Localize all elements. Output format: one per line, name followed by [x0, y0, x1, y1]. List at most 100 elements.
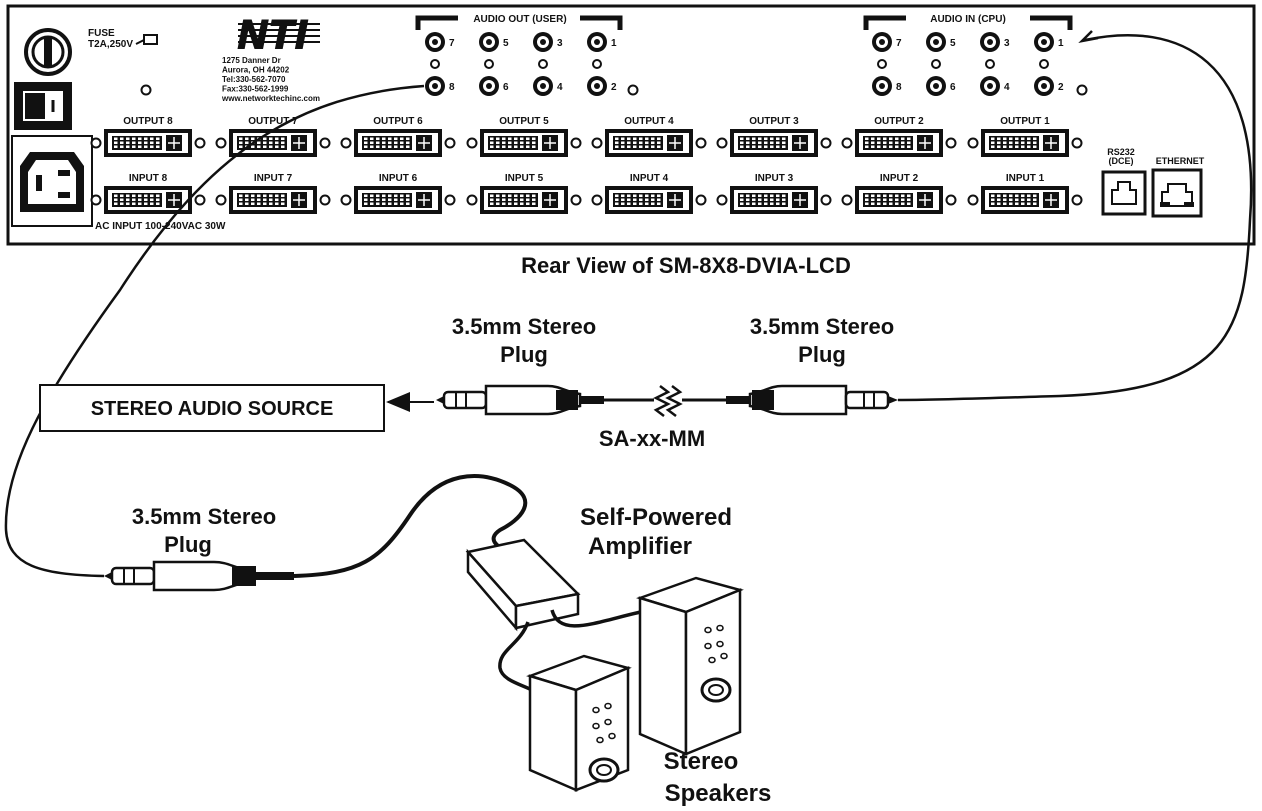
ethernet-label: ETHERNET: [1156, 156, 1205, 166]
audio-in-jack[interactable]: 2: [1034, 76, 1064, 96]
dvi-port[interactable]: INPUT 1: [967, 173, 1083, 214]
screw-hole: [140, 84, 152, 96]
audio-out-jack[interactable]: 6: [479, 76, 509, 96]
fuse-label: FUSE: [88, 28, 115, 39]
jack-number: 3: [1004, 38, 1010, 49]
nti-logo: NTI: [237, 12, 320, 58]
cable-break-icon: [653, 385, 683, 417]
led-indicator: [985, 59, 995, 69]
rs232-sublabel: (DCE): [1109, 156, 1134, 166]
fuse-holder-icon: [24, 28, 72, 76]
audio-out-jack[interactable]: 8: [425, 76, 455, 96]
dvi-port-label: INPUT 8: [129, 173, 168, 184]
dvi-port[interactable]: INPUT 6: [340, 173, 456, 214]
audio-in-label: AUDIO IN (CPU): [930, 14, 1006, 25]
dvi-port-label: INPUT 5: [505, 173, 544, 184]
dvi-port[interactable]: OUTPUT 5: [466, 116, 582, 157]
dvi-port[interactable]: OUTPUT 7: [215, 116, 331, 157]
jack-number: 6: [503, 82, 509, 93]
dvi-ports: OUTPUT 8 INPUT 8 OUTPUT 7 INPUT 7 OUTPUT 6 IN…: [90, 116, 1083, 214]
jack-number: 5: [503, 38, 509, 49]
dvi-port[interactable]: INPUT 4: [591, 173, 707, 214]
audio-out-jack[interactable]: 5: [479, 32, 509, 52]
stereo-plug-left-icon: [436, 384, 604, 416]
jack-number: 5: [950, 38, 956, 49]
dvi-port-label: OUTPUT 4: [624, 116, 674, 127]
audio-out-jack[interactable]: 7: [425, 32, 455, 52]
rear-panel: FUSE T2A,250V AC INPUT 100-240VAC 30W NT…: [6, 4, 1256, 246]
jack-number: 1: [1058, 38, 1064, 49]
audio-out-cable: [4, 84, 425, 578]
led-indicator: [430, 59, 440, 69]
amplifier-label: Self-Powered: [580, 504, 732, 531]
dvi-port[interactable]: INPUT 7: [215, 173, 331, 214]
jack-number: 2: [1058, 82, 1064, 93]
jack-number: 1: [611, 38, 617, 49]
audio-in-jack[interactable]: 3: [980, 32, 1010, 52]
dvi-port[interactable]: INPUT 5: [466, 173, 582, 214]
audio-out-jack[interactable]: 2: [587, 76, 617, 96]
address-line: 1275 Danner Dr: [222, 56, 281, 65]
dvi-port-label: INPUT 1: [1006, 173, 1045, 184]
audio-in-jack[interactable]: 6: [926, 76, 956, 96]
audio-out-jack[interactable]: 4: [533, 76, 563, 96]
led-indicator: [538, 59, 548, 69]
rear-view-caption: Rear View of SM-8X8-DVIA-LCD: [521, 253, 851, 278]
audio-jacks: 7 8 5 6 3 4 1 2 7 8 5 6 3 4 1 2: [425, 32, 1064, 96]
plug-label-bottom: 3.5mm Stereo: [132, 504, 276, 529]
dvi-port[interactable]: OUTPUT 3: [716, 116, 832, 157]
dvi-port[interactable]: OUTPUT 2: [841, 116, 957, 157]
dvi-port[interactable]: OUTPUT 6: [340, 116, 456, 157]
speakers-label: Stereo: [664, 748, 739, 775]
led-indicator: [877, 59, 887, 69]
ac-input-label: AC INPUT 100-240VAC 30W: [95, 221, 226, 232]
jack-number: 7: [896, 38, 902, 49]
dvi-port[interactable]: OUTPUT 4: [591, 116, 707, 157]
led-indicator: [484, 59, 494, 69]
power-switch-icon[interactable]: [14, 82, 72, 130]
fuse-icon: [135, 34, 158, 45]
dvi-port[interactable]: INPUT 3: [716, 173, 832, 214]
fuse-rating-label: T2A,250V: [88, 39, 133, 50]
jack-number: 4: [557, 82, 563, 93]
dvi-port[interactable]: OUTPUT 1: [967, 116, 1083, 157]
speaker-right-icon: [636, 576, 744, 756]
led-indicator: [1039, 59, 1049, 69]
audio-in-jack[interactable]: 4: [980, 76, 1010, 96]
amplifier-input-cable: [293, 474, 528, 578]
audio-in-jack[interactable]: 8: [872, 76, 902, 96]
dvi-port-label: INPUT 2: [880, 173, 919, 184]
audio-in-jack[interactable]: 7: [872, 32, 902, 52]
plug-label-right-2: Plug: [798, 342, 846, 367]
plug-label-left-2: Plug: [500, 342, 548, 367]
speakers-label-2: Speakers: [665, 780, 772, 807]
rs232-port-icon[interactable]: [1101, 170, 1147, 216]
audio-out-jack[interactable]: 1: [587, 32, 617, 52]
jack-number: 6: [950, 82, 956, 93]
dvi-port-label: OUTPUT 6: [373, 116, 423, 127]
audio-out-jack[interactable]: 3: [533, 32, 563, 52]
jack-number: 3: [557, 38, 563, 49]
amplifier-label-2: Amplifier: [588, 533, 692, 560]
dvi-port-label: INPUT 7: [254, 173, 293, 184]
dvi-port[interactable]: INPUT 8: [90, 173, 206, 214]
jack-number: 8: [896, 82, 902, 93]
jack-number: 7: [449, 38, 455, 49]
dvi-port[interactable]: OUTPUT 8: [90, 116, 206, 157]
jack-number: 8: [449, 82, 455, 93]
dvi-port[interactable]: INPUT 2: [841, 173, 957, 214]
plug-label-bottom-2: Plug: [164, 532, 212, 557]
address-line: Aurora, OH 44202: [222, 66, 290, 75]
dvi-port-label: INPUT 4: [630, 173, 669, 184]
jack-number: 2: [611, 82, 617, 93]
audio-in-jack[interactable]: 5: [926, 32, 956, 52]
led-indicator: [931, 59, 941, 69]
dvi-port-label: INPUT 6: [379, 173, 418, 184]
audio-in-jack[interactable]: 1: [1034, 32, 1064, 52]
dvi-port-label: OUTPUT 1: [1000, 116, 1050, 127]
stereo-plug-bottom-icon: [104, 560, 294, 592]
address-line: Fax:330-562-1999: [222, 85, 289, 94]
ethernet-port-icon[interactable]: [1151, 168, 1203, 218]
